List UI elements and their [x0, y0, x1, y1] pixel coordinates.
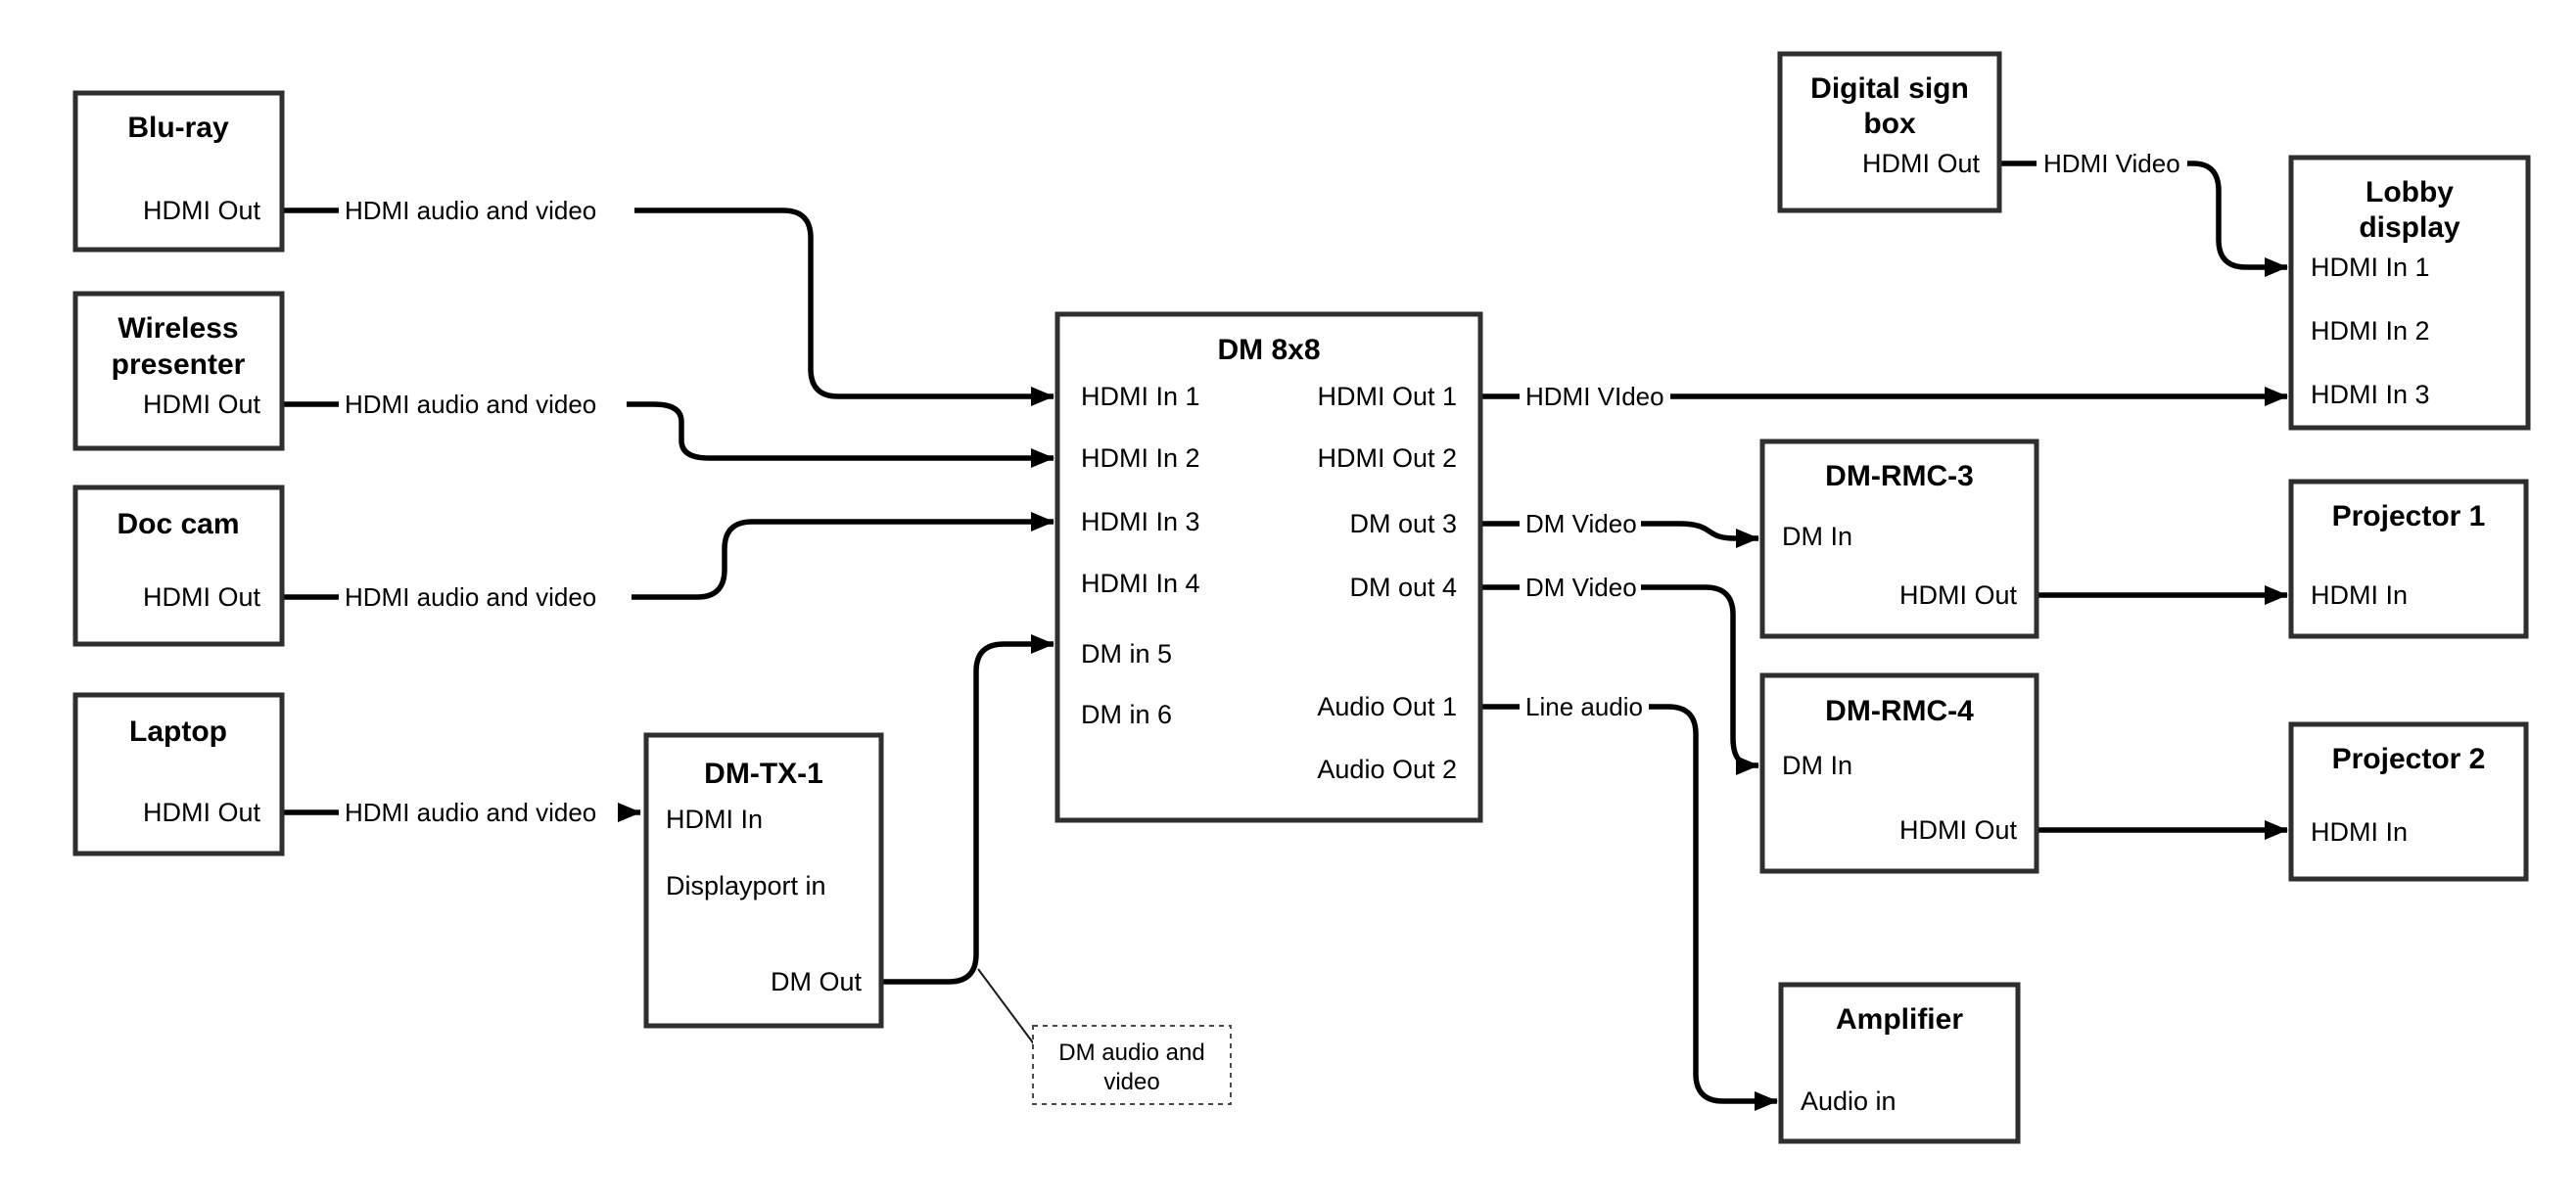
node-dm-rmc-4: DM-RMC-4 DM In HDMI Out: [1759, 672, 2039, 874]
node-doc-cam-title: Doc cam: [117, 508, 239, 540]
node-dm-8x8-port-audio-out-1: Audio Out 1: [1317, 692, 1457, 721]
node-lobby-display: Lobby display HDMI In 1 HDMI In 2 HDMI I…: [2288, 155, 2531, 431]
node-dm-rmc-3: DM-RMC-3 DM In HDMI Out: [1759, 439, 2039, 639]
connector-bluray-to-dm8x8-in1: [634, 208, 1054, 406]
node-dm-8x8-title: DM 8x8: [1217, 334, 1320, 366]
connector-doccam-to-dm8x8-in3: [632, 512, 1054, 600]
node-projector-1-box: [2288, 479, 2529, 639]
node-amplifier-title: Amplifier: [1836, 1003, 1963, 1036]
node-bluray-port-hdmi-out: HDMI Out: [143, 196, 261, 225]
note-text-line2: video: [1103, 1069, 1159, 1095]
node-amplifier: Amplifier Audio in: [1778, 982, 2021, 1144]
note-text-line1: DM audio and: [1058, 1039, 1204, 1066]
node-projector-1-title: Projector 1: [2332, 500, 2486, 532]
connector-sign-to-lobby-in1: [2187, 161, 2288, 277]
node-dm-rmc-3-title: DM-RMC-3: [1825, 460, 1974, 492]
node-projector-2: Projector 2 HDMI In: [2288, 721, 2529, 882]
node-wireless-presenter-title-line1: Wireless: [117, 312, 238, 345]
connector-dmout3-label: DM Video: [1525, 509, 1637, 538]
node-digital-sign-box-port-hdmi-out: HDMI Out: [1862, 149, 1981, 178]
connector-audioout1-to-amp: [1649, 704, 1778, 1111]
node-laptop-box: [72, 692, 285, 856]
node-laptop-title: Laptop: [129, 716, 227, 748]
node-lobby-display-port-hdmi-in-3: HDMI In 3: [2311, 380, 2430, 409]
connector-hdmiout1-label: HDMI VIdeo: [1525, 382, 1664, 411]
node-bluray-box: [72, 90, 285, 253]
node-dm-8x8-port-hdmi-in-1: HDMI In 1: [1081, 382, 1200, 411]
node-dm-rmc-4-box: [1759, 672, 2039, 874]
node-dm-tx-1-box: [643, 732, 884, 1029]
connector-dmout3-to-rmc3: [1641, 521, 1759, 548]
node-dm-8x8-port-hdmi-in-4: HDMI In 4: [1081, 569, 1200, 598]
node-dm-8x8-port-dm-in-6: DM in 6: [1081, 700, 1172, 729]
connector-bluray-label: HDMI audio and video: [345, 196, 596, 225]
node-dm-rmc-4-title: DM-RMC-4: [1825, 695, 1974, 727]
node-dm-rmc-3-box: [1759, 439, 2039, 639]
node-dm-8x8: DM 8x8 HDMI In 1 HDMI In 2 HDMI In 3 HDM…: [1054, 311, 1483, 823]
connector-audioout1-label: Line audio: [1525, 692, 1643, 721]
note-leader-line: [977, 968, 1036, 1046]
node-wireless-presenter-port-hdmi-out: HDMI Out: [143, 390, 261, 419]
node-dm-8x8-port-dm-out-3: DM out 3: [1349, 509, 1457, 538]
node-lobby-display-port-hdmi-in-1: HDMI In 1: [2311, 253, 2430, 282]
node-dm-rmc-4-port-hdmi-out: HDMI Out: [1899, 815, 2018, 845]
connector-sign-label: HDMI Video: [2043, 149, 2180, 178]
node-dm-8x8-box: [1054, 311, 1483, 823]
node-dm-tx-1-title: DM-TX-1: [704, 758, 823, 790]
node-doc-cam: Doc cam HDMI Out: [72, 485, 285, 647]
node-amplifier-port-audio-in: Audio in: [1801, 1086, 1897, 1116]
node-dm-tx-1: DM-TX-1 HDMI In Displayport in DM Out: [643, 732, 884, 1029]
node-digital-sign-box-box: [1777, 51, 2002, 213]
node-projector-1-port-hdmi-in: HDMI In: [2311, 580, 2408, 610]
node-lobby-display-box: [2288, 155, 2531, 431]
connector-doccam-label: HDMI audio and video: [345, 582, 596, 612]
connector-dmtx1-to-dm8x8-in5: [881, 634, 1054, 985]
node-projector-2-port-hdmi-in: HDMI In: [2311, 817, 2408, 847]
node-wireless-presenter-box: [72, 291, 285, 451]
node-digital-sign-box-title-line1: Digital sign: [1810, 72, 1969, 105]
node-wireless-presenter: Wireless presenter HDMI Out: [72, 291, 285, 451]
node-dm-tx-1-port-dm-out: DM Out: [771, 967, 863, 996]
node-projector-2-title: Projector 2: [2332, 743, 2486, 775]
node-dm-8x8-port-dm-out-4: DM out 4: [1349, 573, 1457, 602]
node-doc-cam-port-hdmi-out: HDMI Out: [143, 582, 261, 612]
node-digital-sign-box-title-line2: box: [1863, 108, 1916, 140]
node-lobby-display-title-line1: Lobby: [2365, 176, 2454, 208]
node-digital-sign-box: Digital sign box HDMI Out: [1777, 51, 2002, 213]
node-dm-tx-1-port-hdmi-in: HDMI In: [666, 805, 763, 834]
node-bluray: Blu-ray HDMI Out: [72, 90, 285, 253]
node-projector-1: Projector 1 HDMI In: [2288, 479, 2529, 639]
note-dm-audio-and-video: DM audio and video: [1032, 1025, 1232, 1105]
node-lobby-display-port-hdmi-in-2: HDMI In 2: [2311, 316, 2430, 346]
node-doc-cam-box: [72, 485, 285, 647]
node-dm-tx-1-port-displayport-in: Displayport in: [666, 871, 826, 901]
connector-dmout4-to-rmc4: [1641, 584, 1759, 775]
connector-dmout4-label: DM Video: [1525, 573, 1637, 602]
node-lobby-display-title-line2: display: [2359, 211, 2460, 244]
node-dm-8x8-port-hdmi-out-2: HDMI Out 2: [1317, 443, 1457, 473]
node-dm-8x8-port-hdmi-in-2: HDMI In 2: [1081, 443, 1200, 473]
node-dm-8x8-port-audio-out-2: Audio Out 2: [1317, 755, 1457, 784]
node-dm-rmc-4-port-dm-in: DM In: [1782, 751, 1852, 780]
connectors: HDMI audio and video HDMI audio and vide…: [282, 149, 2288, 1111]
node-dm-8x8-port-hdmi-out-1: HDMI Out 1: [1317, 382, 1457, 411]
node-dm-rmc-3-port-dm-in: DM In: [1782, 522, 1852, 551]
node-dm-8x8-port-dm-in-5: DM in 5: [1081, 639, 1172, 669]
node-bluray-title: Blu-ray: [127, 112, 229, 144]
node-laptop: Laptop HDMI Out: [72, 692, 285, 856]
connector-wireless-to-dm8x8-in2: [627, 401, 1054, 468]
node-projector-2-box: [2288, 721, 2529, 882]
connector-laptop-label: HDMI audio and video: [345, 798, 596, 827]
node-wireless-presenter-title-line2: presenter: [112, 348, 246, 381]
note-box: [1032, 1025, 1232, 1105]
node-amplifier-box: [1778, 982, 2021, 1144]
node-dm-rmc-3-port-hdmi-out: HDMI Out: [1899, 580, 2018, 610]
connector-wireless-label: HDMI audio and video: [345, 390, 596, 419]
node-dm-8x8-port-hdmi-in-3: HDMI In 3: [1081, 507, 1200, 536]
node-laptop-port-hdmi-out: HDMI Out: [143, 798, 261, 827]
